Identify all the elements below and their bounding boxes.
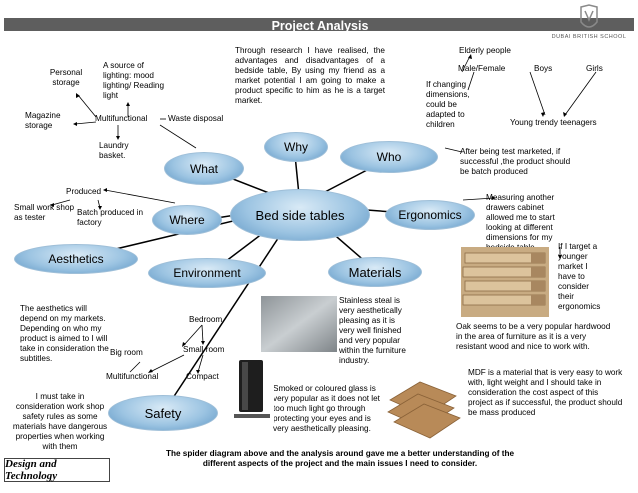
safety-text: I must take in consideration work shop s… [12,392,108,451]
who-young: Young trendy teenagers [510,118,597,127]
steel-texture-image [261,296,337,352]
page-title: Project Analysis [271,19,369,33]
who-bubble: Who [340,141,438,173]
materials-mdf: MDF is a material that is very easy to w… [468,368,623,417]
what-waste: Waste disposal [168,114,224,123]
safety-bubble: Safety [108,395,218,431]
why-label: Why [284,140,308,154]
what-source-light: A source of lighting: mood lighting/ Rea… [103,61,164,100]
aesthetics-bubble: Aesthetics [14,244,138,274]
title-bar [4,18,634,31]
ergonomics-target: If I target a younger market I have to c… [558,242,601,311]
environment-label: Environment [173,266,241,280]
what-laundry: Laundry basket. [99,141,129,160]
who-girls: Girls [586,64,603,73]
materials-glass: Smoked or coloured glass is very popular… [273,384,380,433]
aesthetics-label: Aesthetics [48,252,104,266]
env-compact: Compact [186,372,219,381]
school-name: DUBAI BRITISH SCHOOL [551,34,627,40]
env-small-room: Small room [183,345,225,354]
aesthetics-text: The aesthetics will depend on my markets… [20,304,109,363]
materials-oak: Oak seems to be a very popular hardwood … [456,322,611,351]
where-bubble: Where [152,205,222,235]
footer-label-box: Design and Technology [4,458,110,482]
ergonomics-label: Ergonomics [398,208,462,222]
environment-bubble: Environment [148,258,266,288]
materials-bubble: Materials [328,257,422,287]
who-label: Who [376,150,402,164]
what-magazine: Magazine storage [25,111,61,130]
what-multifunctional: Multifunctional [95,114,148,123]
materials-label: Materials [348,264,402,280]
school-crest-icon [580,4,598,28]
materials-steel: Stainless steal is very aesthetically pl… [339,296,406,365]
glass-table-image [230,356,274,426]
what-personal: Personal storage [49,68,83,87]
center-bubble: Bed side tables [230,189,370,241]
mdf-boards-image [384,372,466,440]
ergonomics-bubble: Ergonomics [385,200,475,230]
what-label: What [189,161,218,176]
env-bedroom: Bedroom [189,315,223,324]
center-label: Bed side tables [255,207,345,223]
footer-label: Design and Technology [5,458,58,482]
who-batch: After being test marketed, if successful… [460,147,571,176]
where-batch: Batch produced in factory [77,208,143,227]
env-multifunctional: Multifunctional [106,372,159,381]
wood-planks-image [461,247,549,317]
where-label: Where [169,213,205,227]
what-bubble: What [164,152,244,185]
env-big-room: Big room [110,348,143,357]
where-produced: Produced [66,187,102,196]
who-male-female: Male/Female [458,64,506,73]
safety-label: Safety [144,405,182,421]
footer-summary: The spider diagram above and the analysi… [165,449,515,468]
why-bubble: Why [264,132,328,162]
who-changing: If changing dimensions, could be adapted… [426,80,470,129]
who-boys: Boys [534,64,553,73]
who-elderly: Elderly people [459,46,511,55]
why-text: Through research I have realised, the ad… [235,46,385,105]
where-small-work: Small work shop as tester [14,203,75,222]
